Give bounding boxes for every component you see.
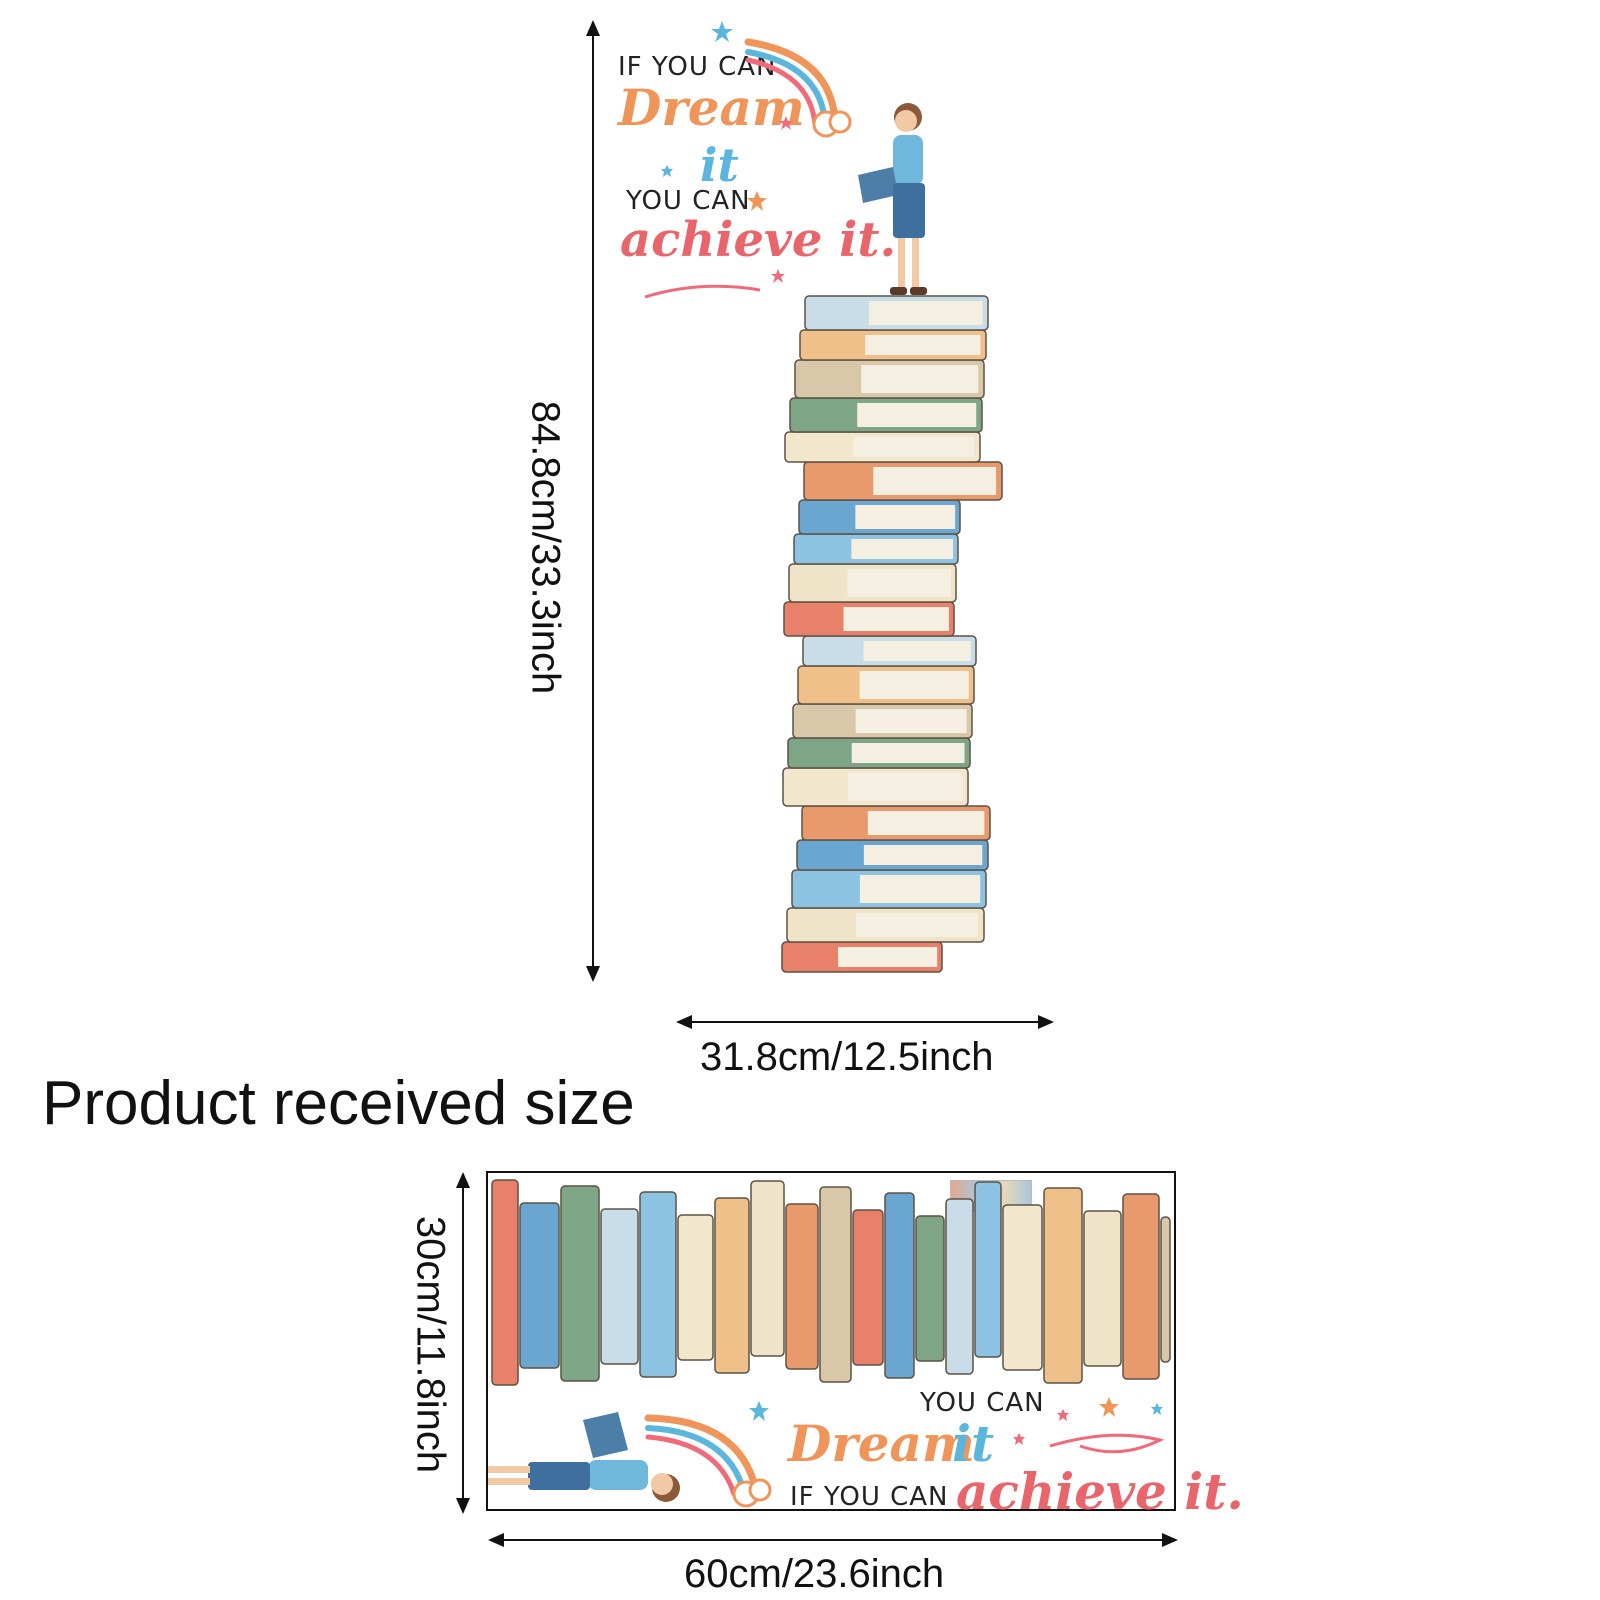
book-pages: [857, 403, 977, 427]
star-icon: [779, 116, 793, 130]
quote-line-you-can: YOU CAN: [626, 186, 751, 216]
book-pages: [867, 811, 985, 835]
book-pages: [851, 539, 954, 559]
sheet-quote-you-can: YOU CAN: [920, 1388, 1045, 1418]
upright-book: [785, 1203, 819, 1370]
star-icon: [1099, 1397, 1119, 1417]
sheet-quote-if-you-can: IF YOU CAN: [790, 1482, 949, 1512]
sheet-quote-it: it: [952, 1414, 995, 1473]
upright-book: [819, 1186, 852, 1383]
upright-book: [519, 1202, 560, 1369]
reading-child-illustration: [858, 103, 927, 295]
upright-book: [639, 1191, 677, 1378]
book-pages: [863, 641, 971, 661]
book-pages: [847, 773, 963, 801]
upright-book: [1122, 1193, 1160, 1380]
upright-book: [945, 1198, 974, 1375]
sheet-frame: [486, 1171, 1176, 1511]
lying-child-illustration: [488, 1412, 680, 1502]
star-icon: [711, 21, 733, 42]
star-icon: [1151, 1403, 1163, 1415]
upright-book: [714, 1197, 750, 1374]
book-pages: [853, 437, 975, 457]
upright-book: [1043, 1187, 1083, 1384]
sheet-quote-achieve: achieve it.: [956, 1462, 1244, 1521]
quote-word-achieve: achieve it.: [620, 212, 897, 268]
star-icon: [771, 269, 785, 283]
sheet-width-label: 60cm/23.6inch: [684, 1552, 945, 1596]
upright-book: [600, 1208, 639, 1365]
book-pages: [861, 365, 979, 393]
book-pages: [863, 845, 983, 865]
upright-book: [884, 1192, 915, 1379]
quote-line-if-you-can: IF YOU CAN: [618, 52, 777, 82]
quote-word-it: it: [700, 138, 739, 192]
upright-book: [1160, 1216, 1171, 1363]
width-label: 31.8cm/12.5inch: [700, 1035, 994, 1079]
book-pages: [859, 671, 969, 699]
book-pages: [838, 947, 938, 967]
star-icon: [661, 165, 673, 177]
book-pages: [855, 913, 979, 937]
upright-book: [1083, 1210, 1122, 1367]
book-pages: [843, 607, 949, 631]
book-pages: [855, 709, 967, 733]
book-pages: [855, 505, 956, 529]
section-title: Product received size: [42, 1069, 635, 1138]
book-pages: [847, 569, 951, 597]
upright-book: [750, 1180, 785, 1357]
upright-book: [852, 1209, 884, 1366]
book-pages: [851, 743, 965, 763]
star-icon: [749, 1401, 769, 1421]
upright-book: [974, 1181, 1002, 1358]
upright-book: [915, 1215, 945, 1362]
star-icon: [1057, 1409, 1069, 1421]
book-pages: [859, 875, 981, 903]
quote-word-dream: Dream: [618, 78, 805, 137]
upright-book: [1002, 1204, 1043, 1371]
upright-book: [491, 1179, 519, 1386]
star-icon: [747, 191, 767, 211]
star-icon: [1013, 1433, 1025, 1445]
book-pages: [873, 467, 997, 495]
sheet-quote-dream: Dream: [788, 1414, 975, 1473]
upright-book: [560, 1185, 600, 1382]
book-pages: [869, 301, 983, 325]
book-pages: [865, 335, 981, 355]
upright-book: [677, 1214, 714, 1361]
